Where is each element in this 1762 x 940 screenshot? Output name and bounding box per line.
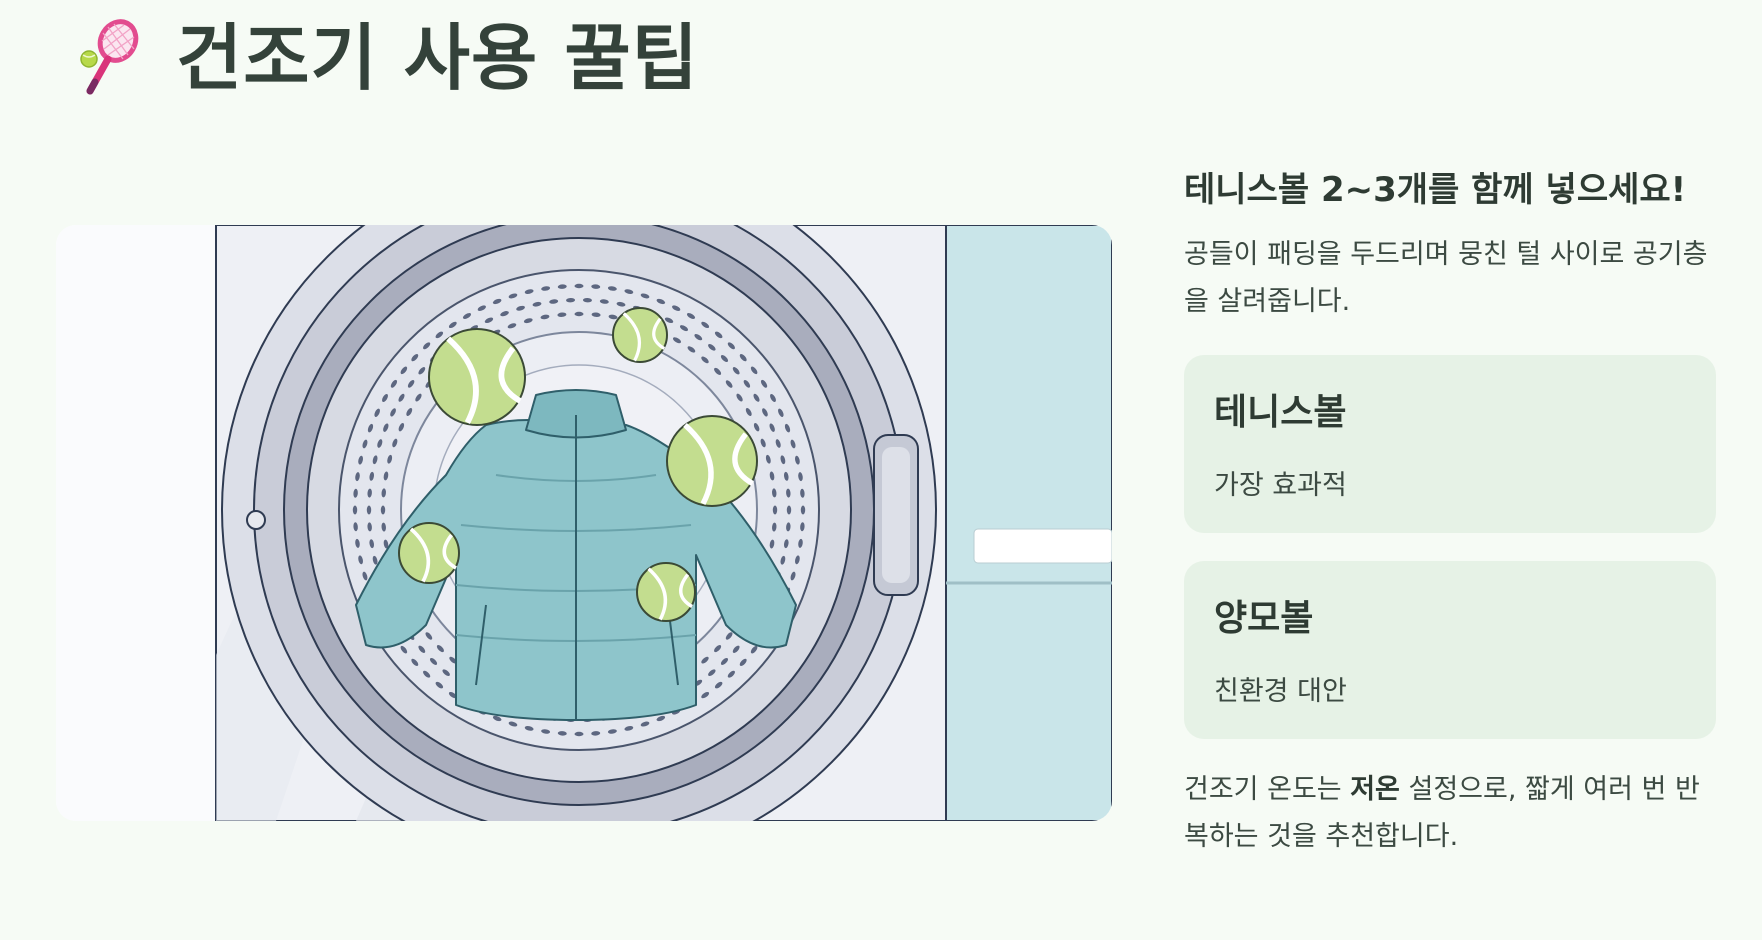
page-header: 건조기 사용 꿀팁	[78, 10, 699, 106]
tip-heading: 테니스볼 2~3개를 함께 넣으세요!	[1184, 170, 1687, 210]
dryer-with-tennis-balls-illustration	[56, 225, 1112, 821]
card-subtitle: 가장 효과적	[1214, 470, 1347, 502]
tennis-racket-icon	[80, 19, 139, 95]
page-title: 건조기 사용 꿀팁	[176, 16, 699, 100]
tip-description: 공들이 패딩을 두드리며 뭉친 털 사이로 공기층을 살려줍니다.	[1184, 239, 1708, 317]
temperature-note: 건조기 온도는 저온 설정으로, 짧게 여러 번 반복하는 것을 추천합니다.	[1184, 767, 1716, 860]
tips-panel: 테니스볼 2~3개를 함께 넣으세요! 공들이 패딩을 두드리며 뭉친 털 사이…	[1184, 168, 1716, 860]
card-title: 양모볼	[1214, 598, 1314, 640]
card-subtitle: 친환경 대안	[1214, 676, 1347, 708]
wool-ball-card: 양모볼 친환경 대안	[1184, 561, 1716, 740]
note-emphasis: 저온	[1350, 774, 1400, 806]
note-prefix: 건조기 온도는	[1184, 774, 1351, 806]
note-suffix: 설정으로, 짧게 여러 번 반복하는 것을 추천합니다.	[1184, 774, 1700, 852]
tennis-ball-card: 테니스볼 가장 효과적	[1184, 355, 1716, 534]
hero-image	[56, 225, 1112, 821]
card-title: 테니스볼	[1214, 392, 1347, 434]
